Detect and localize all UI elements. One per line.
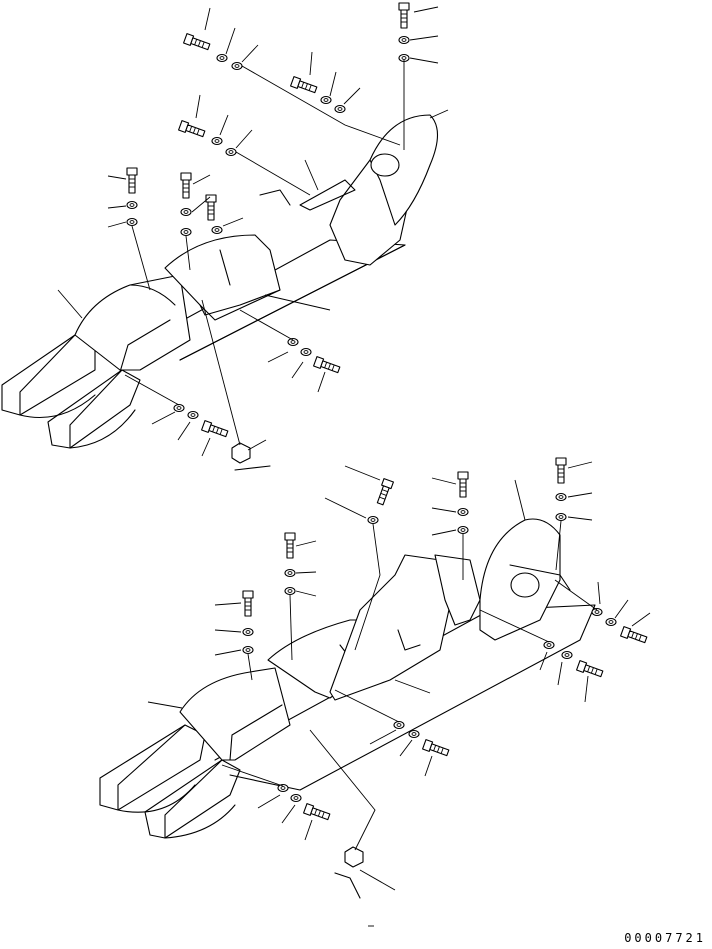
lower-assembly bbox=[100, 519, 595, 898]
drawing-code: 00007721 bbox=[624, 931, 706, 945]
upper-front-cover bbox=[75, 275, 190, 370]
upper-assembly bbox=[2, 115, 438, 470]
lower-leaders bbox=[148, 462, 650, 926]
upper-right-rail bbox=[48, 370, 140, 448]
lower-right-rail bbox=[145, 760, 240, 838]
lower-nut bbox=[345, 847, 363, 867]
lower-front-cover bbox=[180, 668, 290, 760]
upper-end-flange bbox=[370, 115, 438, 225]
upper-nut bbox=[232, 443, 250, 463]
upper-leaders bbox=[58, 7, 448, 456]
lower-upper-flange bbox=[435, 555, 480, 625]
upper-left-rail bbox=[2, 335, 95, 415]
lower-left-rail bbox=[100, 725, 205, 810]
